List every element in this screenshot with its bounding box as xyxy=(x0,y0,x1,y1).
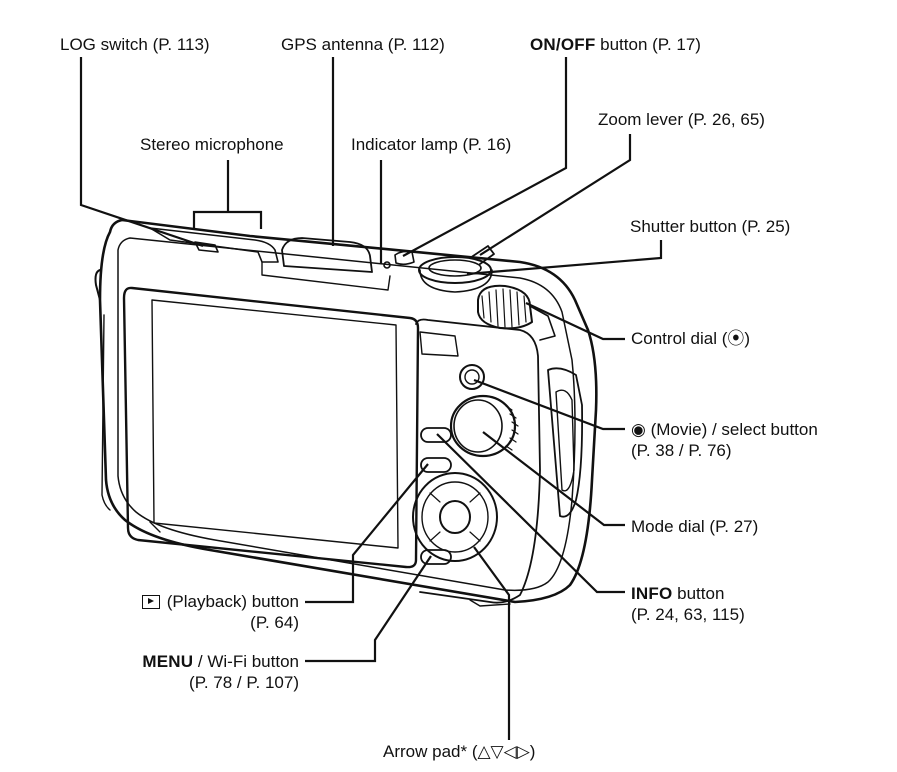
leader-shutter xyxy=(466,240,663,276)
leader-zoom-lever xyxy=(479,134,632,256)
label-zoom-lever: Zoom lever (P. 26, 65) xyxy=(598,110,765,129)
control-dial-icon: ⦿ xyxy=(727,329,745,348)
label-info-button: INFO button(P. 24, 63, 115) xyxy=(631,584,745,624)
info-button-shape xyxy=(420,427,452,443)
leader-log-switch xyxy=(79,57,204,248)
label-indicator-lamp: Indicator lamp (P. 16) xyxy=(351,135,512,154)
label-menu-button: MENU / Wi-Fi button(P. 78 / P. 107) xyxy=(142,652,299,692)
control-dial-shape xyxy=(477,284,533,330)
movie-button-shape xyxy=(459,364,485,390)
log-switch-shape xyxy=(194,241,219,253)
leader-info xyxy=(436,433,625,594)
label-gps-antenna: GPS antenna (P. 112) xyxy=(281,35,445,54)
leader-control-dial xyxy=(525,302,625,341)
label-log-switch: LOG switch (P. 113) xyxy=(60,35,210,54)
shutter-button-shape xyxy=(418,256,492,284)
label-shutter-button: Shutter button (P. 25) xyxy=(630,217,791,236)
movie-icon: ◉ xyxy=(631,420,646,439)
zoom-lever-shape xyxy=(469,245,495,265)
arrow-symbols-icon: △▽◁▷ xyxy=(477,742,530,761)
label-control-dial: Control dial (⦿) xyxy=(631,329,751,348)
arrow-pad-shape xyxy=(412,472,498,562)
playback-button-shape xyxy=(420,457,452,473)
leader-menu xyxy=(305,555,432,663)
lcd-screen xyxy=(122,286,420,569)
menu-button-shape xyxy=(420,549,452,565)
gps-antenna-shape xyxy=(281,237,373,273)
label-playback-button: (Playback) button(P. 64) xyxy=(141,591,299,633)
label-onoff-button: ON/OFF button (P. 17) xyxy=(530,35,701,54)
label-movie-button: ◉ (Movie) / select button(P. 38 / P. 76) xyxy=(631,420,818,460)
leader-movie xyxy=(473,378,625,431)
leader-arrow-pad xyxy=(473,546,511,740)
mode-dial-shape xyxy=(449,394,517,458)
label-mode-dial: Mode dial (P. 27) xyxy=(631,517,759,536)
playback-icon xyxy=(141,595,160,609)
leader-onoff xyxy=(402,57,568,257)
leader-stereo-mic-bracket xyxy=(192,210,263,229)
leader-mode-dial xyxy=(482,431,625,527)
label-stereo-microphone: Stereo microphone xyxy=(140,135,284,154)
leader-playback xyxy=(305,463,429,604)
label-arrow-pad: Arrow pad* (△▽◁▷) xyxy=(383,742,536,761)
